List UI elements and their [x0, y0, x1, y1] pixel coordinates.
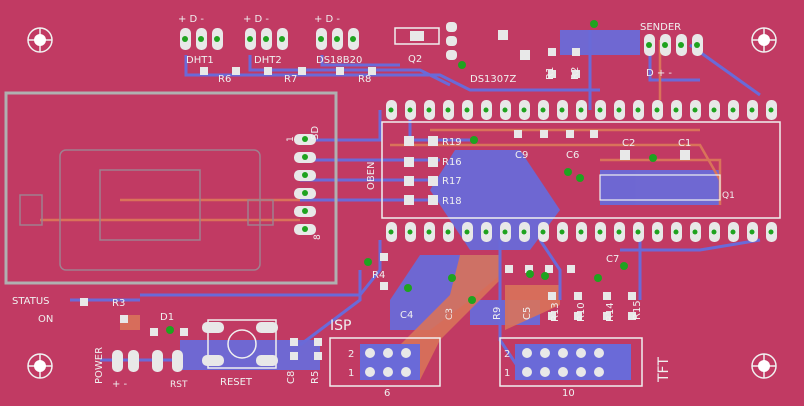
ds18b20-label: DS18B20	[316, 55, 362, 66]
q2-crystal	[394, 27, 440, 45]
tft-header	[499, 337, 643, 387]
oben-label: OBEN	[366, 161, 377, 190]
isp-header	[329, 337, 441, 387]
c2-label: C2	[622, 138, 635, 149]
pad-drills	[388, 107, 774, 235]
sd-card-outline	[4, 91, 338, 285]
sd-label: SD	[310, 126, 321, 140]
status-label: STATUS	[12, 296, 50, 307]
isp-pin1-label: 1	[348, 368, 354, 379]
r17-label: R17	[442, 176, 462, 187]
r1-label: R1	[545, 67, 556, 80]
r7-label: R7	[284, 74, 297, 85]
r19-label: R19	[442, 137, 462, 148]
r3-label: R3	[112, 298, 125, 309]
c6-label: C6	[566, 150, 579, 161]
rst-label: RST	[170, 380, 188, 390]
sd-pin1-label: 1	[286, 136, 296, 142]
c3-label: C3	[445, 308, 455, 320]
c8-label: C8	[286, 371, 297, 384]
r5-label: R5	[310, 371, 321, 384]
d1-label: D1	[160, 312, 174, 323]
smd-pads	[80, 30, 690, 360]
isp-pin2-label: 2	[348, 349, 354, 360]
dht2-pin-label: + D -	[243, 14, 269, 25]
reset-button	[202, 319, 278, 369]
power-header	[112, 350, 183, 372]
tft-pin1-label: 1	[504, 368, 510, 379]
tft-count-label: 10	[562, 388, 575, 399]
tft-pin2-label: 2	[504, 349, 510, 360]
power-pin-label: + -	[112, 379, 128, 390]
dht2-label: DHT2	[254, 55, 282, 66]
r8-label: R8	[358, 74, 371, 85]
q1-label: Q1	[722, 191, 735, 201]
ds1307-label: DS1307Z	[470, 74, 516, 85]
status-on-label: ON	[38, 314, 53, 325]
bottom-traces	[70, 30, 761, 371]
c5-label: C5	[522, 307, 533, 320]
ds1307-chip	[446, 22, 457, 60]
power-label: POWER	[94, 347, 105, 384]
mcu-outline	[381, 121, 781, 219]
sender-pin-label: D + -	[646, 68, 672, 79]
crystal-outline	[599, 174, 721, 201]
sd-pin8-label: 8	[313, 234, 323, 240]
r18-label: R18	[442, 196, 462, 207]
isp-count-label: 6	[384, 388, 390, 399]
r14-label: R14	[605, 302, 616, 322]
dht1-label: DHT1	[186, 55, 214, 66]
r13-label: R13	[550, 302, 561, 322]
dht1-pin-label: + D -	[178, 14, 204, 25]
c7-label: C7	[606, 254, 619, 265]
c1-label: C1	[678, 138, 691, 149]
r6-label: R6	[218, 74, 231, 85]
r16-label: R16	[442, 157, 462, 168]
vias	[166, 20, 657, 334]
ds18b20-pin-label: + D -	[314, 14, 340, 25]
reset-label: RESET	[220, 377, 253, 388]
isp-label: ISP	[330, 318, 351, 334]
r15-label: R15	[632, 300, 643, 320]
r2-label: R2	[570, 67, 581, 80]
sender-label: SENDER	[640, 22, 681, 33]
r9-label: R9	[492, 307, 503, 320]
q2-label: Q2	[408, 54, 422, 65]
c4-label: C4	[400, 310, 413, 321]
r10-label: R10	[576, 302, 587, 322]
c9-label: C9	[515, 150, 528, 161]
sd-card-holder	[19, 149, 274, 271]
tft-label: TFT	[656, 357, 672, 383]
r4-label: R4	[372, 270, 385, 281]
